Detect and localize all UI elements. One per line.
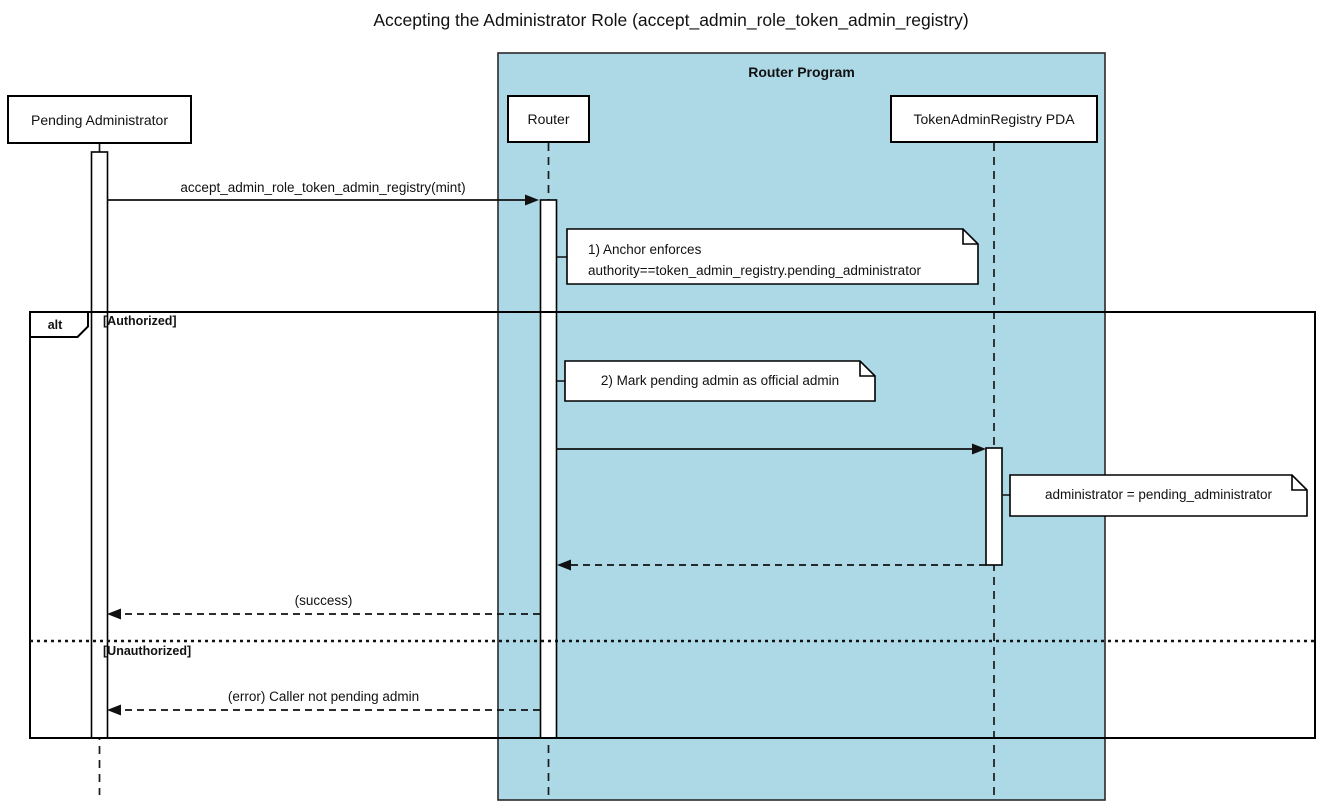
diagram-title: Accepting the Administrator Role (accept… bbox=[373, 10, 969, 30]
router-program-container bbox=[497, 52, 1106, 801]
arrow-call-head bbox=[525, 194, 539, 206]
arrow-success-head bbox=[107, 608, 121, 620]
note3-fold bbox=[1291, 475, 1307, 491]
note1-fold bbox=[962, 229, 978, 245]
activation-bar-router bbox=[539, 199, 558, 739]
arrow-update-head bbox=[972, 443, 986, 455]
actor-router: Router bbox=[507, 95, 590, 143]
arrow-error-head bbox=[107, 704, 121, 716]
guard-authorized: [Authorized] bbox=[103, 314, 177, 328]
actor-router-label: Router bbox=[527, 111, 570, 127]
note3-text: administrator = pending_administrator bbox=[1045, 487, 1272, 502]
actor-token-admin-registry-pda-label: TokenAdminRegistry PDA bbox=[913, 111, 1075, 127]
activation-bar-pda bbox=[985, 447, 1003, 566]
note1-line2: authority==token_admin_registry.pending_… bbox=[588, 263, 921, 278]
alt-operator-label: alt bbox=[47, 317, 63, 332]
actor-token-admin-registry-pda: TokenAdminRegistry PDA bbox=[890, 95, 1098, 143]
note1-text: 1) Anchor enforces authority==token_admi… bbox=[588, 239, 921, 281]
message-success-label: (success) bbox=[294, 593, 353, 608]
router-program-label: Router Program bbox=[748, 64, 855, 80]
message-call-label: accept_admin_role_token_admin_registry(m… bbox=[180, 180, 466, 195]
note2-shape bbox=[564, 360, 876, 402]
note1-line1: 1) Anchor enforces bbox=[588, 242, 702, 257]
alt-frame bbox=[29, 311, 1316, 739]
note3-shape bbox=[1009, 474, 1308, 517]
message-error-label: (error) Caller not pending admin bbox=[227, 689, 420, 704]
actor-pending-administrator: Pending Administrator bbox=[7, 95, 192, 144]
guard-unauthorized: [Unauthorized] bbox=[103, 644, 192, 658]
actor-pending-administrator-label: Pending Administrator bbox=[31, 111, 168, 128]
arrow-return-pda-head bbox=[557, 559, 571, 571]
note1-shape bbox=[566, 228, 979, 285]
note2-text: 2) Mark pending admin as official admin bbox=[600, 373, 840, 388]
alt-operator-pentagon bbox=[29, 311, 89, 338]
note2-fold bbox=[859, 361, 875, 377]
